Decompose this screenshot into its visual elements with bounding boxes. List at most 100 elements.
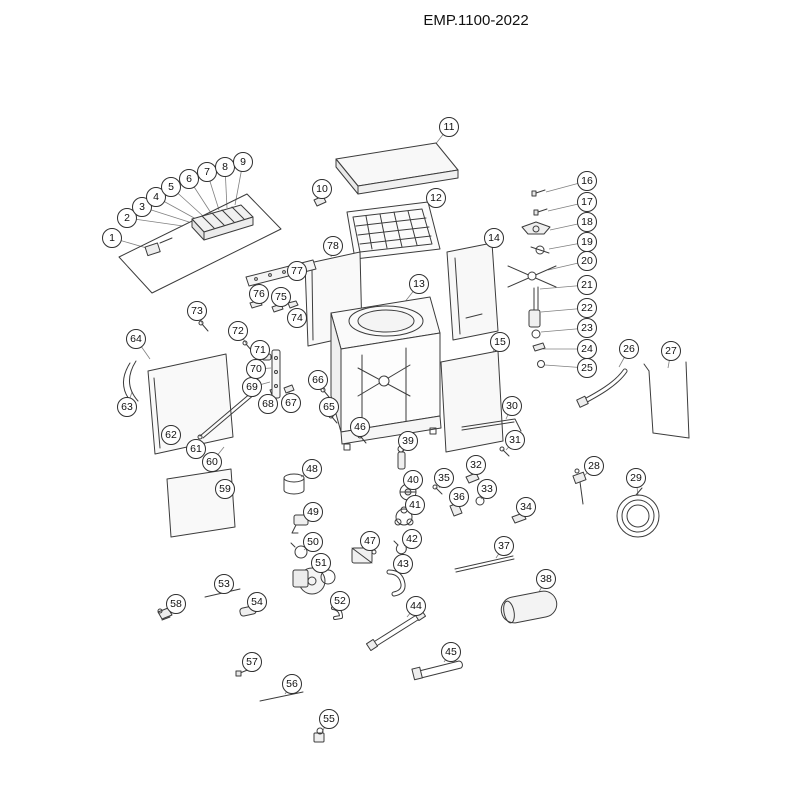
callout-19: 19 (577, 232, 597, 252)
callout-52: 52 (330, 591, 350, 611)
right-rear-panel (446, 242, 499, 341)
callout-12: 12 (426, 188, 446, 208)
callout-17: 17 (577, 192, 597, 212)
callout-64: 64 (126, 329, 146, 349)
switch-block (351, 547, 377, 564)
callout-28: 28 (584, 456, 604, 476)
callout-37: 37 (494, 536, 514, 556)
callout-53: 53 (214, 574, 234, 594)
page-title: EMP.1100-2022 (423, 12, 529, 29)
callout-35: 35 (434, 468, 454, 488)
callout-77: 77 (287, 261, 307, 281)
callout-38: 38 (536, 569, 556, 589)
right-front-panel (440, 350, 504, 453)
callout-8: 8 (215, 157, 235, 177)
callout-22: 22 (577, 298, 597, 318)
callout-32: 32 (466, 455, 486, 475)
callout-26: 26 (619, 339, 639, 359)
callout-13: 13 (409, 274, 429, 294)
callout-30: 30 (502, 396, 522, 416)
boiler-cylinder (500, 590, 558, 624)
callout-78: 78 (323, 236, 343, 256)
cup (283, 473, 305, 495)
callout-70: 70 (246, 359, 266, 379)
callout-56: 56 (282, 674, 302, 694)
callout-41: 41 (405, 495, 425, 515)
callout-57: 57 (242, 652, 262, 672)
callout-15: 15 (490, 332, 510, 352)
callout-48: 48 (302, 459, 322, 479)
callout-25: 25 (577, 358, 597, 378)
callout-43: 43 (393, 554, 413, 574)
part-connector (144, 237, 173, 257)
callout-1: 1 (102, 228, 122, 248)
callout-74: 74 (287, 308, 307, 328)
pipe-frame (643, 361, 690, 439)
callout-3: 3 (132, 197, 152, 217)
callout-11: 11 (439, 117, 459, 137)
callout-5: 5 (161, 177, 181, 197)
callout-47: 47 (360, 531, 380, 551)
callout-62: 62 (161, 425, 181, 445)
callout-14: 14 (484, 228, 504, 248)
main-body (330, 296, 442, 451)
callout-33: 33 (477, 479, 497, 499)
long-rod (461, 418, 522, 432)
callout-29: 29 (626, 468, 646, 488)
callout-44: 44 (406, 596, 426, 616)
callout-9: 9 (233, 152, 253, 172)
callout-75: 75 (271, 287, 291, 307)
callout-65: 65 (319, 397, 339, 417)
callout-36: 36 (449, 487, 469, 507)
callout-50: 50 (303, 532, 323, 552)
callout-59: 59 (215, 479, 235, 499)
callout-69: 69 (242, 377, 262, 397)
callout-27: 27 (661, 341, 681, 361)
callout-6: 6 (179, 169, 199, 189)
callout-16: 16 (577, 171, 597, 191)
spray-arm (357, 364, 411, 397)
callout-76: 76 (249, 284, 269, 304)
callout-40: 40 (403, 470, 423, 490)
callout-51: 51 (311, 553, 331, 573)
left-side-panel (147, 353, 234, 455)
inlet-fitting (572, 468, 587, 505)
callout-18: 18 (577, 212, 597, 232)
callout-68: 68 (258, 394, 278, 414)
heating-element (411, 660, 463, 681)
callout-4: 4 (146, 187, 166, 207)
basket (346, 201, 441, 260)
callout-67: 67 (281, 393, 301, 413)
rinse-assembly (507, 189, 557, 368)
callout-20: 20 (577, 251, 597, 271)
callout-7: 7 (197, 162, 217, 182)
callout-2: 2 (117, 208, 137, 228)
callout-34: 34 (516, 497, 536, 517)
callout-39: 39 (398, 431, 418, 451)
pump-group (290, 510, 336, 595)
callout-31: 31 (505, 430, 525, 450)
callout-58: 58 (166, 594, 186, 614)
callout-73: 73 (187, 301, 207, 321)
callout-24: 24 (577, 339, 597, 359)
thin-rod (454, 555, 515, 573)
callout-10: 10 (312, 179, 332, 199)
callout-60: 60 (202, 452, 222, 472)
callout-54: 54 (247, 592, 267, 612)
callout-66: 66 (308, 370, 328, 390)
callout-71: 71 (250, 340, 270, 360)
callout-55: 55 (319, 709, 339, 729)
callout-63: 63 (117, 397, 137, 417)
callout-42: 42 (402, 529, 422, 549)
callout-21: 21 (577, 275, 597, 295)
drain-pipe (576, 368, 628, 408)
control-assembly (191, 204, 254, 241)
callout-23: 23 (577, 318, 597, 338)
callout-45: 45 (441, 642, 461, 662)
callout-72: 72 (228, 321, 248, 341)
callout-46: 46 (350, 417, 370, 437)
callout-61: 61 (186, 439, 206, 459)
hose-coil (616, 487, 660, 538)
